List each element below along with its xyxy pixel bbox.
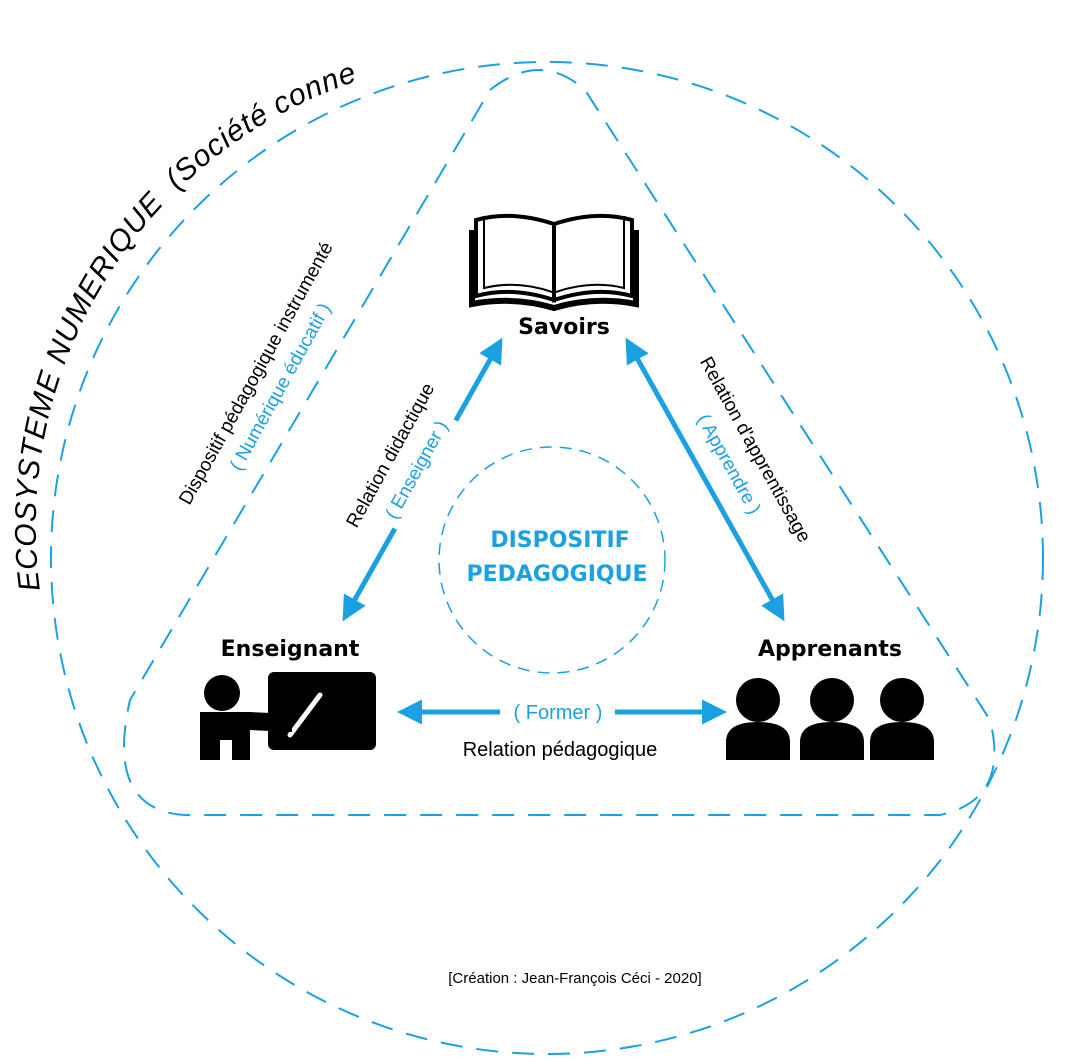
book-icon [469, 213, 639, 312]
learners-icon [726, 678, 934, 760]
pedagogical-device-circle [438, 446, 666, 674]
didactic-verb-bg [374, 408, 460, 531]
apprenants-label: Apprenants [758, 637, 902, 662]
ecosystem-boundary [50, 61, 1044, 1055]
learning-verb-bg [684, 399, 774, 529]
instrumented-device-text: Dispositif pédagogique instrumenté [175, 239, 337, 509]
instrumented-device-label: Dispositif pédagogique instrumenté ( Num… [175, 239, 337, 509]
pedagogical-verb-text: ( Former ) [514, 702, 603, 724]
ecosystem-label-main: ECOSYSTEME NUMERIQUE [10, 186, 170, 593]
pedagogical-verb-bg [500, 698, 615, 726]
learning-relation-label: ( Apprendre ) Relation d'apprentissage [684, 354, 815, 546]
center-label-line2: PEDAGOGIQUE [466, 562, 647, 587]
pedagogical-relation-text: Relation pédagogique [463, 739, 658, 761]
enseignant-label: Enseignant [221, 637, 360, 662]
teacher-icon [200, 672, 376, 760]
center-label-line1: DISPOSITIF [490, 528, 629, 553]
credit-text: [Création : Jean-François Céci - 2020] [448, 970, 701, 987]
didactic-relation-label: Relation didactique ( Enseigner ) [343, 380, 460, 531]
ecosystem-label-paren: (Société connectée) [0, 0, 361, 196]
savoirs-label: Savoirs [518, 315, 610, 340]
instrumented-device-boundary [123, 69, 996, 816]
learning-relation-arrow [625, 337, 785, 622]
